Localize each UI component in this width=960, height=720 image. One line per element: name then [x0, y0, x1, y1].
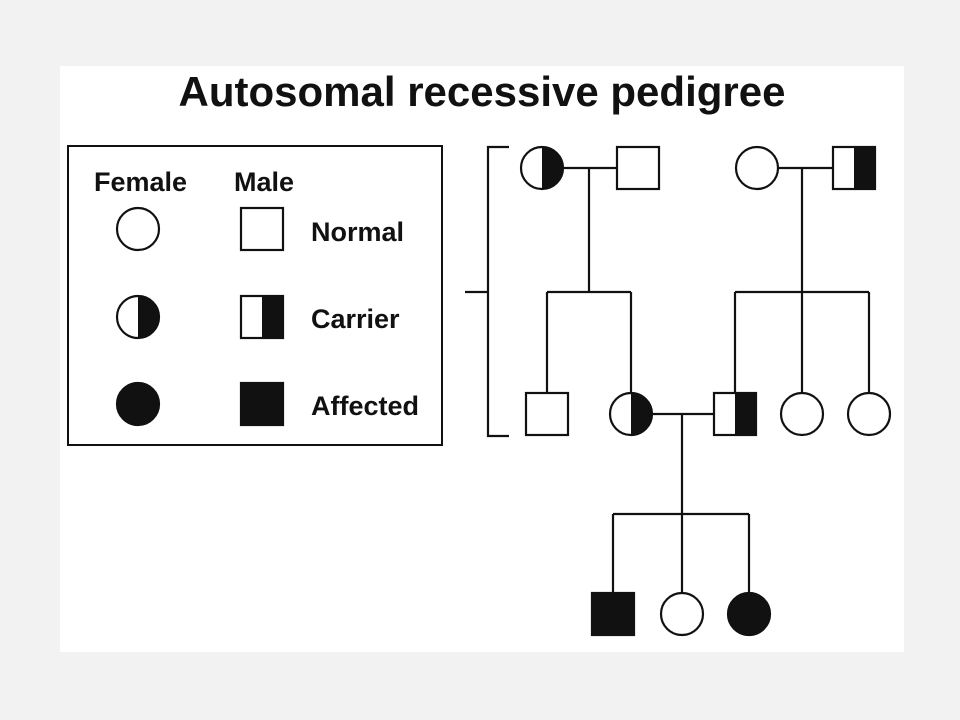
carrier-half-fill [262, 296, 283, 338]
individual-g2-1 [524, 391, 570, 437]
legend-female-normal [115, 206, 161, 252]
legend-female-affected [115, 381, 161, 427]
female-symbol [115, 381, 161, 427]
legend-label-normal: Normal [311, 217, 405, 247]
carrier-half-fill [542, 147, 563, 189]
female-symbol [726, 591, 772, 637]
individual-g2-2 [608, 391, 654, 437]
carrier-half-fill [735, 393, 756, 435]
legend-box [67, 145, 443, 446]
carrier-half-fill [138, 296, 159, 338]
male-symbol [590, 591, 636, 637]
male-symbol [239, 381, 285, 427]
legend-female-header: Female [94, 167, 188, 197]
carrier-half-fill [631, 393, 652, 435]
legend-female-carrier [115, 294, 161, 340]
female-symbol [779, 391, 825, 437]
pedigree-symbols [115, 145, 892, 637]
legend-male-normal [239, 206, 285, 252]
carrier-half-fill [854, 147, 875, 189]
individual-g1-4 [831, 145, 877, 191]
page-title: Autosomal recessive pedigree [178, 68, 786, 115]
female-symbol [846, 391, 892, 437]
legend-male-header: Male [234, 167, 295, 197]
legend-label-carrier: Carrier [311, 304, 400, 334]
individual-g1-3 [734, 145, 780, 191]
female-symbol [734, 145, 780, 191]
male-symbol [524, 391, 570, 437]
individual-g2-5 [846, 391, 892, 437]
individual-g2-4 [779, 391, 825, 437]
individual-g3-3 [726, 591, 772, 637]
legend-male-carrier [239, 294, 285, 340]
individual-g3-1 [590, 591, 636, 637]
male-symbol [615, 145, 661, 191]
female-symbol [115, 206, 161, 252]
individual-g3-2 [659, 591, 705, 637]
female-symbol [659, 591, 705, 637]
individual-g1-2 [615, 145, 661, 191]
male-symbol [239, 206, 285, 252]
legend-label-affected: Affected [311, 391, 420, 421]
individual-g1-1 [519, 145, 565, 191]
individual-g2-3 [712, 391, 758, 437]
legend-male-affected [239, 381, 285, 427]
generation-bracket [486, 145, 509, 438]
pedigree-lines [465, 145, 871, 593]
